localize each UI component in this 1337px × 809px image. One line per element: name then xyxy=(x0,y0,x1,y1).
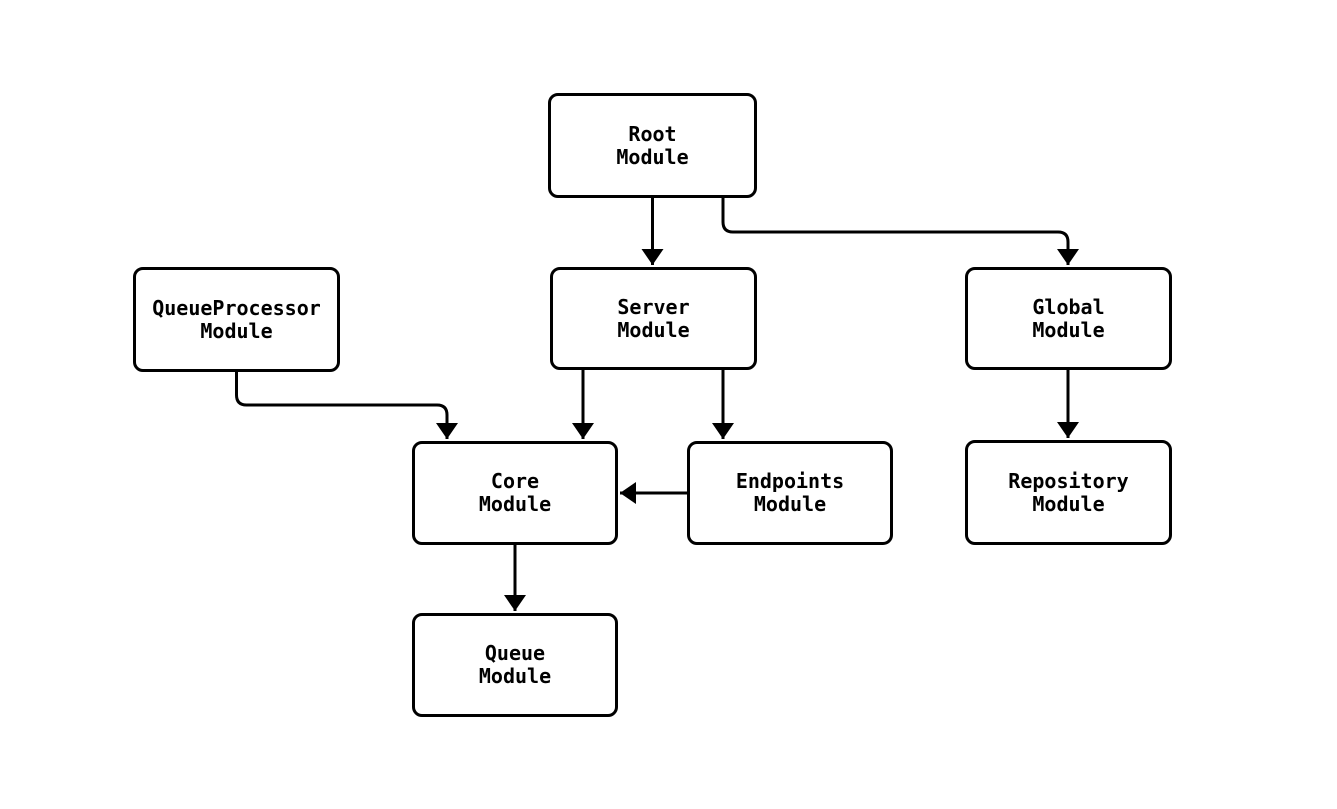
node-core-module: Core Module xyxy=(412,441,618,545)
edge-root-to-global xyxy=(721,198,1079,265)
node-queueprocessor-module: QueueProcessor Module xyxy=(133,267,340,372)
node-repository-module: Repository Module xyxy=(965,440,1172,545)
node-server-module: Server Module xyxy=(550,267,757,370)
node-root-module: Root Module xyxy=(548,93,757,198)
node-endpoints-module: Endpoints Module xyxy=(687,441,893,545)
edge-queueprocessor-to-core xyxy=(235,372,458,439)
node-global-module: Global Module xyxy=(965,267,1172,370)
node-queue-module: Queue Module xyxy=(412,613,618,717)
